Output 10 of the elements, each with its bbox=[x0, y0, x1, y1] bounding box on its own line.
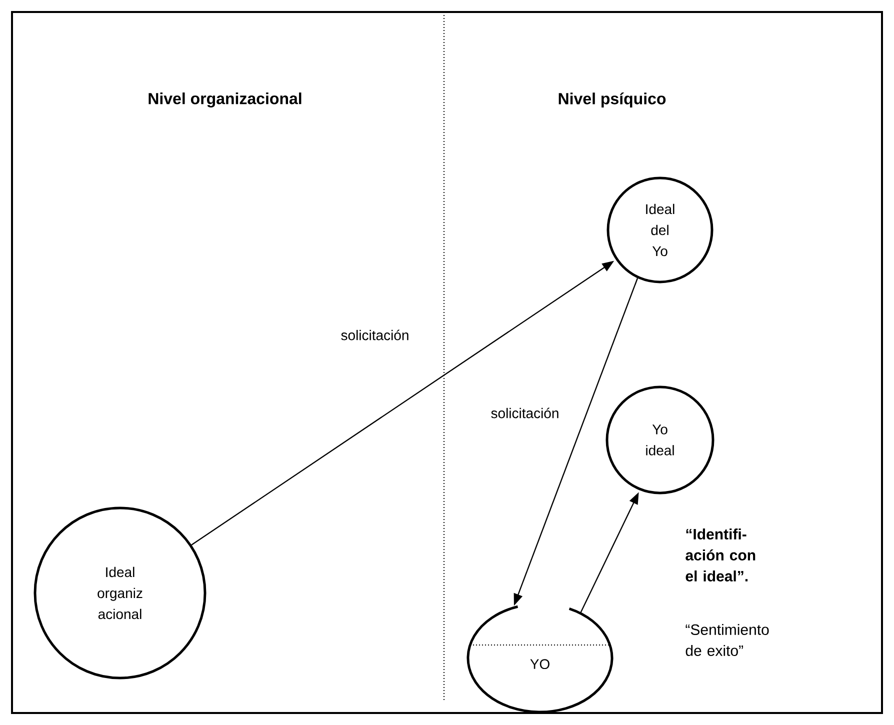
edge-label: solicitación bbox=[490, 406, 560, 420]
annotation: “Sentimiento de exito” bbox=[686, 624, 769, 656]
circle-node: Ideal del Yo bbox=[606, 176, 714, 284]
open-circle-node: YO bbox=[466, 605, 614, 714]
level-heading: Nivel psíquico bbox=[558, 92, 666, 108]
edge-label: solicitación bbox=[340, 328, 410, 342]
level-heading: Nivel organizacional bbox=[148, 92, 302, 108]
circle-node: Ideal organiz acional bbox=[34, 506, 206, 680]
annotation: “Identifi-ación con el ideal”. bbox=[686, 528, 756, 582]
circle-node: Yo ideal bbox=[606, 386, 714, 494]
